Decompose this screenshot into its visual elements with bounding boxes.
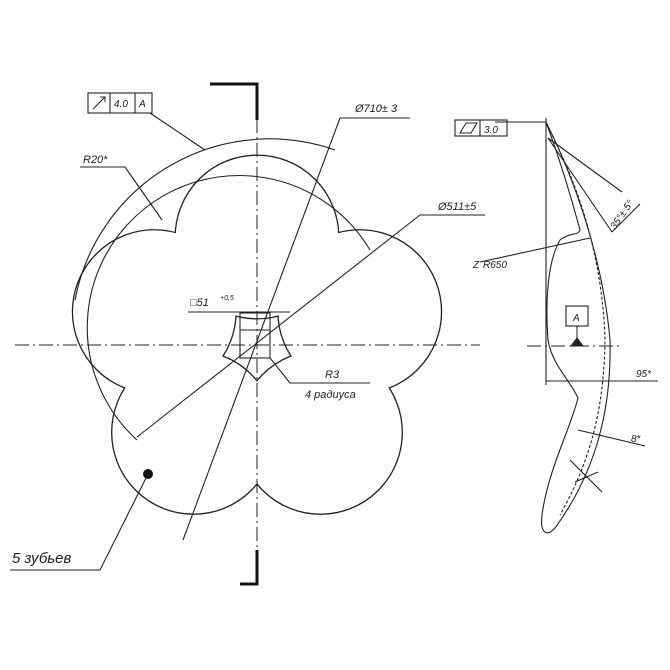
outer-diameter-label: Ø710± 3 bbox=[354, 103, 398, 115]
square-hole-label: □51 bbox=[190, 297, 209, 309]
tooth-lobe bbox=[240, 352, 401, 513]
inner-diameter-circle bbox=[86, 175, 371, 441]
tooth-lobe bbox=[74, 231, 235, 392]
runout-value: 4.0 bbox=[114, 99, 128, 110]
flatness-value: 3.0 bbox=[484, 125, 498, 136]
tooth-lobe bbox=[113, 352, 274, 513]
thickness-label: 8* bbox=[631, 434, 642, 445]
sphere-radius-label: R650 bbox=[483, 260, 507, 271]
square-hole-tolerance: +0,5 bbox=[220, 295, 234, 302]
runout-datum: A bbox=[138, 99, 146, 110]
flatness-parallelogram-icon bbox=[459, 122, 478, 134]
teeth-note: 5 зубьев bbox=[12, 550, 71, 567]
runout-arrow-icon bbox=[92, 96, 106, 110]
outer-diameter-arc bbox=[74, 138, 336, 301]
flatness-tolerance-frame bbox=[454, 119, 508, 137]
tooth-lobe bbox=[279, 231, 440, 392]
fillet-radius-label: R20* bbox=[83, 154, 108, 166]
datum-label: A bbox=[572, 313, 580, 324]
square-hole bbox=[239, 312, 271, 359]
datum-triangle-icon bbox=[570, 326, 584, 347]
runout-tolerance-frame bbox=[87, 92, 153, 114]
section-mark-bottom bbox=[240, 550, 259, 586]
inner-diameter-label: Ø511±5 bbox=[437, 201, 477, 213]
corner-radius-label: R3 bbox=[325, 369, 340, 381]
corner-radius-note: 4 радиуса bbox=[305, 389, 356, 401]
section-mark-top bbox=[210, 82, 259, 120]
depth-label: 95* bbox=[636, 369, 652, 380]
side-profile-view bbox=[541, 121, 611, 534]
bevel-angle-label: 35°± 5° bbox=[608, 198, 636, 231]
sphere-radius-symbol: Z bbox=[472, 260, 480, 271]
